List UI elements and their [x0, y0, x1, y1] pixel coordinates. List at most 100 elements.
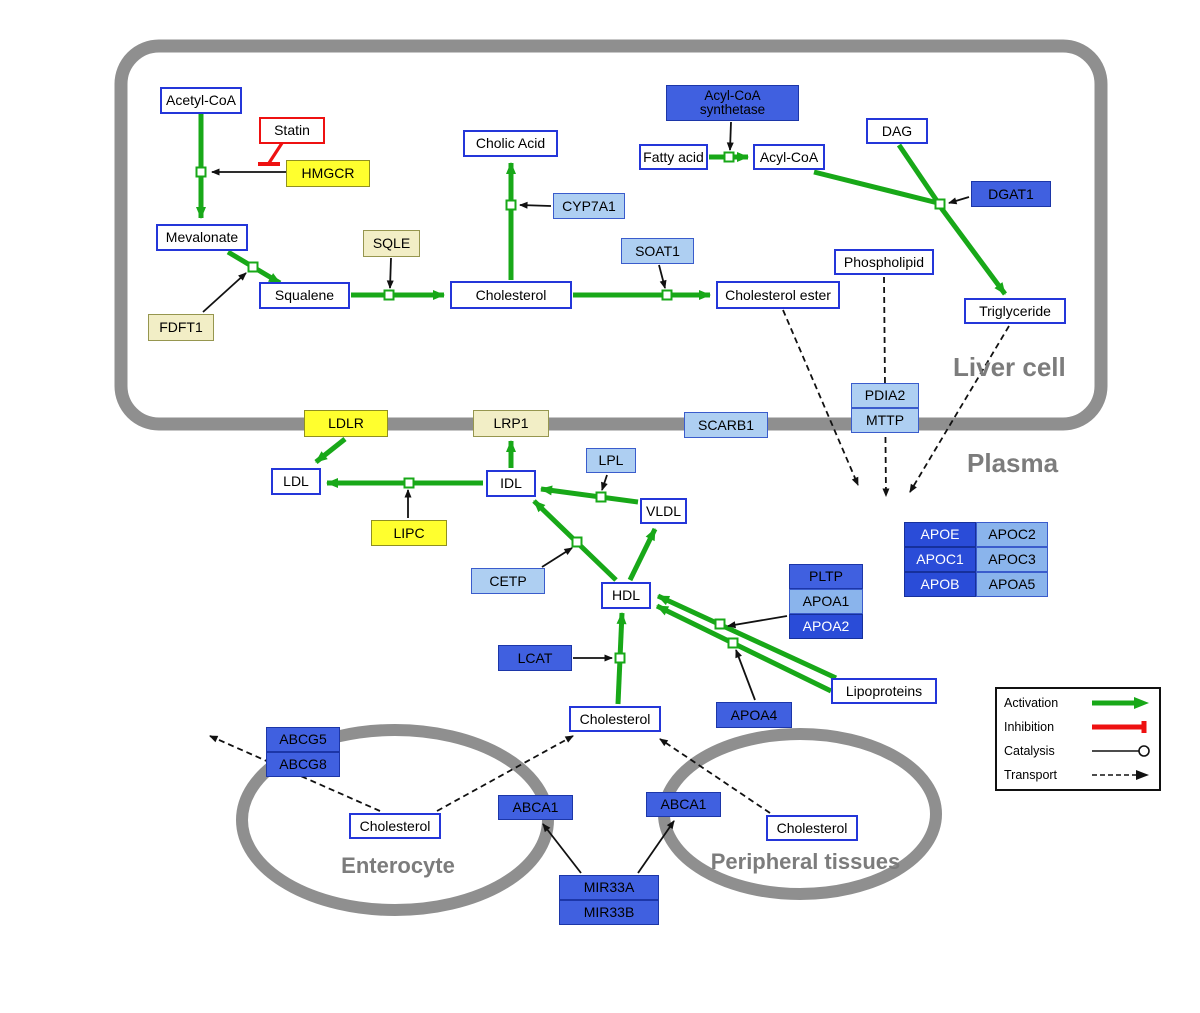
node-acyl-coa-synthetase[interactable]: Acyl-CoA synthetase	[666, 85, 799, 121]
node-fatty-acid[interactable]: Fatty acid	[639, 144, 708, 170]
membranes	[114, 39, 1108, 916]
inhibition-tbar-icon	[1092, 721, 1147, 733]
legend-catalysis: Catalysis	[1004, 742, 1152, 760]
edge-dag-junction	[896, 143, 940, 203]
node-lcat[interactable]: LCAT	[498, 645, 572, 671]
edge-lipoproteins-hdl-upper	[656, 593, 838, 681]
node-abcg8[interactable]: ABCG8	[266, 752, 340, 777]
node-apob[interactable]: APOB	[904, 572, 976, 597]
conversion-nodes	[195, 151, 946, 664]
node-cholesterol-peripheral[interactable]: Cholesterol	[766, 815, 858, 841]
transport-triglyceride-plasma	[909, 325, 1010, 493]
peripheral-tissues-label: Peripheral tissues	[710, 849, 901, 874]
node-cholesterol-liver[interactable]: Cholesterol	[450, 281, 572, 309]
node-statin[interactable]: Statin	[259, 117, 325, 144]
node-cetp[interactable]: CETP	[471, 568, 545, 594]
node-scarb1[interactable]: SCARB1	[684, 412, 768, 438]
node-dgat1[interactable]: DGAT1	[971, 181, 1051, 207]
acyl-coa-synthetase-line1: Acyl-CoA	[704, 87, 761, 103]
anchor-soat1	[661, 289, 673, 301]
transport-enterocyte-cholesterol	[436, 735, 574, 812]
anchor-cyp7a1	[505, 199, 517, 211]
catalysis-sqle	[386, 257, 394, 289]
node-cyp7a1[interactable]: CYP7A1	[553, 193, 625, 219]
node-apoc3[interactable]: APOC3	[976, 547, 1048, 572]
node-mevalonate[interactable]: Mevalonate	[156, 224, 248, 251]
node-dag[interactable]: DAG	[866, 118, 928, 144]
liver-cell-label: Liver cell	[953, 352, 1066, 382]
node-lipc[interactable]: LIPC	[371, 520, 447, 546]
node-acyl-coa[interactable]: Acyl-CoA	[753, 144, 825, 170]
catalysis-fdft1	[202, 272, 247, 313]
catalysis-cetp	[541, 547, 573, 568]
catalysis-circle-icon	[1092, 745, 1150, 757]
legend-transport: Transport	[1004, 766, 1152, 784]
catalysis-soat1	[658, 264, 667, 289]
node-ldl[interactable]: LDL	[271, 468, 321, 495]
legend-inhibition: Inhibition	[1004, 718, 1152, 736]
legend-catalysis-label: Catalysis	[1004, 744, 1055, 758]
liver-cell-membrane	[114, 39, 1108, 431]
transport-dashed-arrow-icon	[1092, 770, 1149, 780]
node-abcg5[interactable]: ABCG5	[266, 727, 340, 752]
node-apoa2[interactable]: APOA2	[789, 614, 863, 639]
legend-transport-label: Transport	[1004, 768, 1058, 782]
node-apoa1[interactable]: APOA1	[789, 589, 863, 614]
node-apoc1[interactable]: APOC1	[904, 547, 976, 572]
catalysis-apoa-stack	[727, 615, 788, 629]
edge-lipoproteins-hdl-lower	[655, 603, 833, 694]
catalysis-lpl	[601, 474, 608, 491]
transport-peripheral-cholesterol	[659, 738, 771, 814]
node-cholic-acid[interactable]: Cholic Acid	[463, 130, 558, 157]
transport-phospholipid-plasma	[882, 276, 890, 497]
node-apoa5[interactable]: APOA5	[976, 572, 1048, 597]
plasma-label: Plasma	[967, 448, 1059, 478]
node-soat1[interactable]: SOAT1	[621, 238, 694, 264]
anchor-lcat	[614, 652, 626, 664]
node-abca1-enterocyte[interactable]: ABCA1	[498, 795, 573, 820]
node-lpl[interactable]: LPL	[586, 448, 636, 473]
node-acetyl-coa[interactable]: Acetyl-CoA	[160, 87, 242, 114]
node-cholesterol-enterocyte[interactable]: Cholesterol	[349, 813, 441, 839]
node-apoa4[interactable]: APOA4	[716, 702, 792, 728]
catalysis-acylcoa-synthetase	[726, 121, 734, 151]
anchor-acylcoa-synthetase	[723, 151, 735, 163]
legend: Activation Inhibition Catalysis Transpor…	[995, 687, 1161, 791]
node-mir33a[interactable]: MIR33A	[559, 875, 659, 900]
node-mttp[interactable]: MTTP	[851, 408, 919, 433]
node-phospholipid[interactable]: Phospholipid	[834, 249, 934, 275]
node-triglyceride[interactable]: Triglyceride	[964, 298, 1066, 324]
node-pdia2[interactable]: PDIA2	[851, 383, 919, 408]
node-fdft1[interactable]: FDFT1	[148, 314, 214, 341]
node-sqle[interactable]: SQLE	[363, 230, 420, 257]
node-vldl[interactable]: VLDL	[640, 498, 687, 524]
anchor-apoa4	[727, 637, 739, 649]
node-mir33b[interactable]: MIR33B	[559, 900, 659, 925]
node-hdl[interactable]: HDL	[601, 582, 651, 609]
node-hmgcr[interactable]: HMGCR	[286, 160, 370, 187]
edge-junction-triglyceride	[936, 203, 1008, 296]
anchor-fdft1	[247, 261, 259, 273]
node-squalene[interactable]: Squalene	[259, 282, 350, 309]
node-ldlr[interactable]: LDLR	[304, 410, 388, 437]
anchor-hmgcr	[195, 166, 207, 178]
node-apoe[interactable]: APOE	[904, 522, 976, 547]
node-idl[interactable]: IDL	[486, 470, 536, 497]
anchor-lipc	[403, 477, 415, 489]
anchor-dgat1	[934, 198, 946, 210]
edge-acylcoa-junction	[813, 169, 939, 206]
node-abca1-peripheral[interactable]: ABCA1	[646, 792, 721, 817]
node-apoc2[interactable]: APOC2	[976, 522, 1048, 547]
anchor-lpl	[595, 491, 607, 503]
regulation-mir33-abca1-right	[637, 820, 675, 874]
node-pltp[interactable]: PLTP	[789, 564, 863, 589]
node-lipoproteins[interactable]: Lipoproteins	[831, 678, 937, 704]
node-lrp1[interactable]: LRP1	[473, 410, 549, 437]
edge-ldlr-ldl	[314, 437, 347, 464]
node-cholesterol-ester[interactable]: Cholesterol ester	[716, 281, 840, 309]
edge-hdl-vldl	[627, 527, 658, 582]
node-cholesterol-plasma[interactable]: Cholesterol	[569, 706, 661, 732]
legend-inhibition-label: Inhibition	[1004, 720, 1055, 734]
